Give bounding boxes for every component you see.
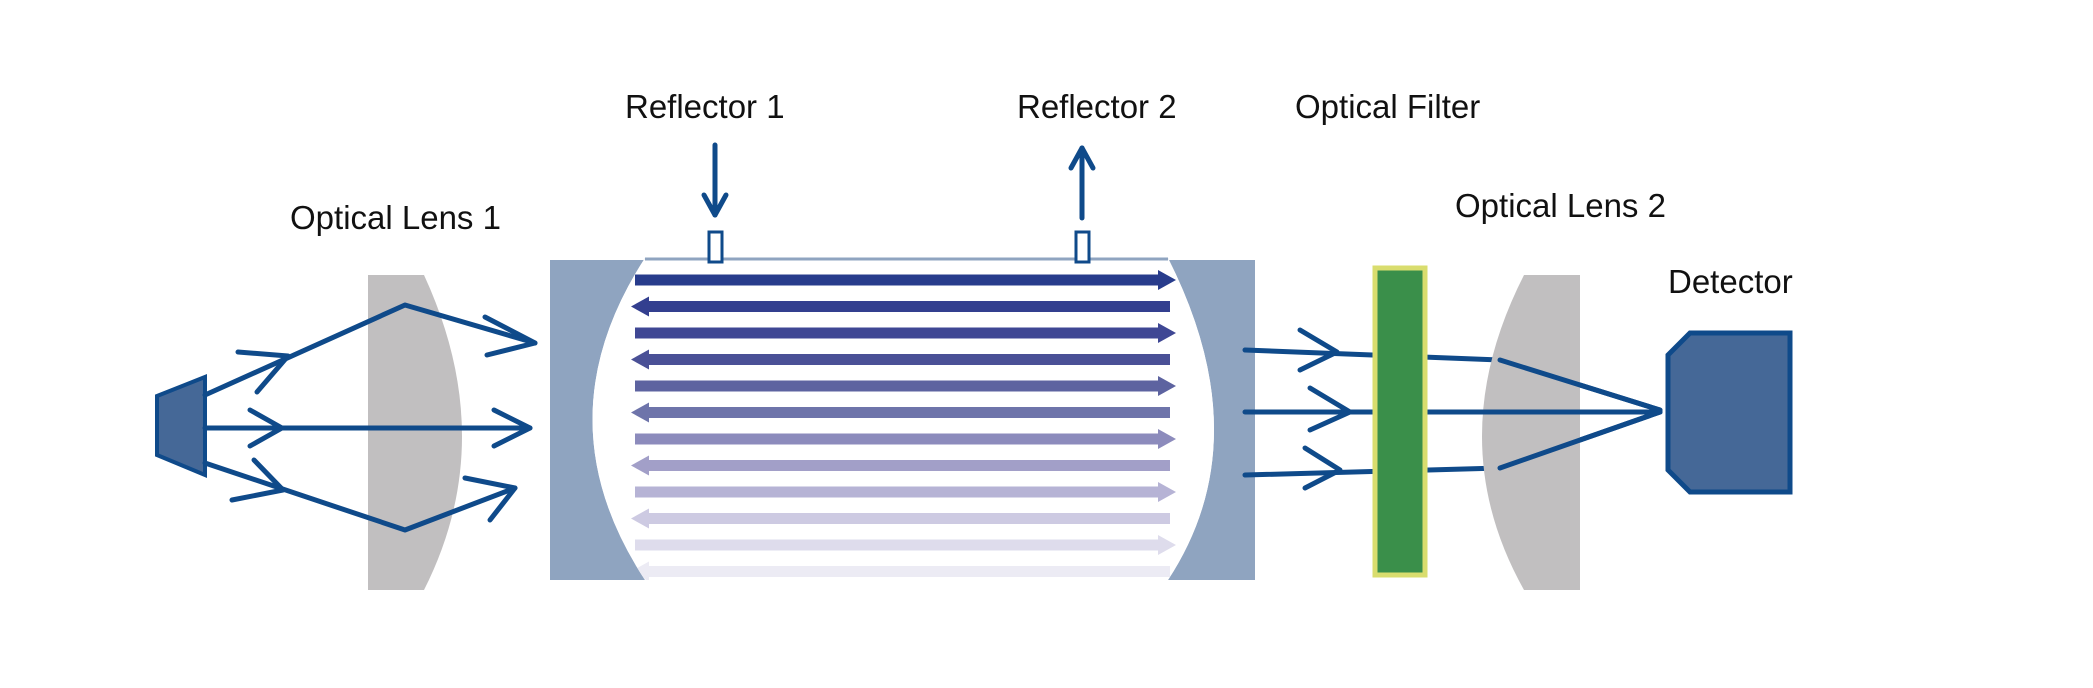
input-beam-top — [202, 302, 538, 398]
reflector-1-down-arrow — [701, 142, 729, 218]
reflected-beam-bands — [631, 270, 1176, 580]
reflected-beam-band — [635, 429, 1176, 449]
optical-lens-2 — [1482, 275, 1580, 590]
label-reflector-1: Reflector 1 — [625, 88, 785, 125]
label-optical-lens-1: Optical Lens 1 — [290, 199, 501, 236]
multipass-cell-body — [550, 258, 1255, 580]
label-reflector-2: Reflector 2 — [1017, 88, 1177, 125]
detector — [1665, 330, 1793, 495]
reflected-beam-band — [635, 323, 1176, 343]
label-detector: Detector — [1668, 263, 1793, 300]
input-beam-middle — [202, 407, 533, 449]
label-optical-lens-2: Optical Lens 2 — [1455, 187, 1666, 224]
reflector-1-port — [707, 230, 724, 264]
reflected-beam-band — [631, 561, 1170, 580]
reflected-beam-band — [631, 296, 1170, 317]
reflected-beam-band — [635, 535, 1176, 555]
reflector-2-port — [1074, 230, 1091, 264]
input-beam-bottom — [202, 457, 518, 533]
optical-lens-1 — [368, 275, 462, 590]
output-beam-top — [1242, 327, 1663, 433]
optical-filter — [1372, 265, 1428, 578]
reflected-beam-band — [631, 455, 1170, 476]
reflected-beam-band — [635, 376, 1176, 396]
output-beams-over-lens-2 — [1437, 357, 1663, 471]
light-source — [155, 374, 207, 478]
reflected-beam-band — [631, 349, 1170, 370]
output-beam-bottom — [1242, 409, 1663, 491]
reflected-beam-band — [631, 402, 1170, 423]
reflected-beam-band — [631, 508, 1170, 529]
label-optical-filter: Optical Filter — [1295, 88, 1480, 125]
reflected-beam-band — [635, 270, 1176, 290]
reflector-2-up-arrow — [1068, 145, 1096, 221]
reflected-beam-band — [635, 482, 1176, 502]
